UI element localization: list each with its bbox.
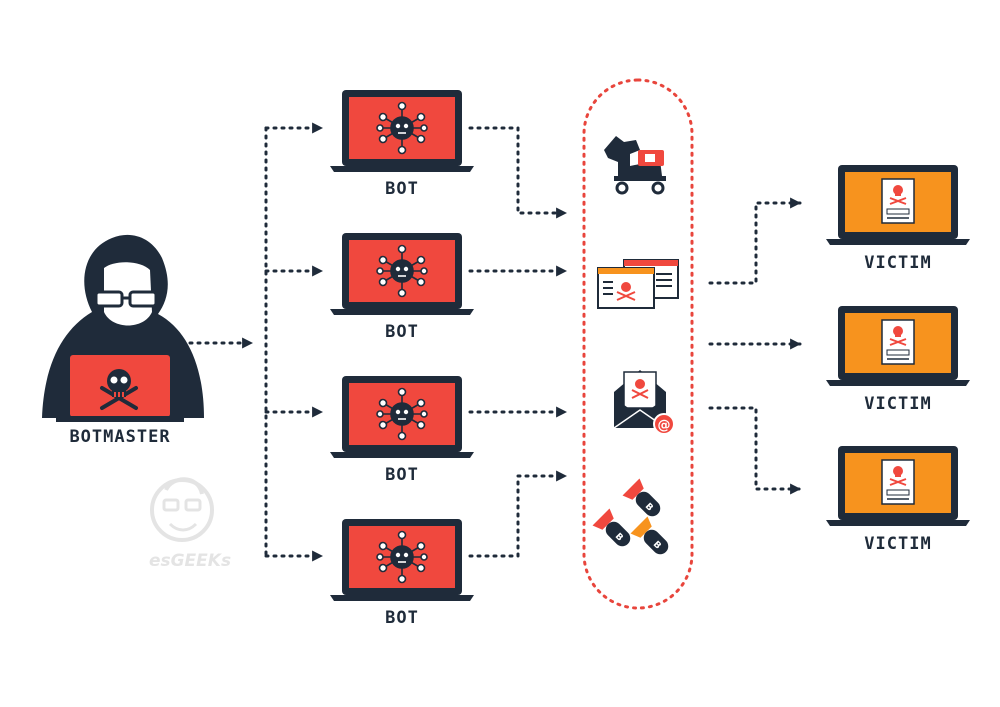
connectors bbox=[188, 122, 802, 562]
phishing-web-pages-icon bbox=[597, 259, 679, 309]
bot-laptop-3 bbox=[329, 375, 475, 459]
bot-laptop-1 bbox=[329, 89, 475, 173]
victim-laptop-1 bbox=[825, 164, 971, 246]
victim-label-3: VICTIM bbox=[864, 534, 932, 554]
bot-label-3: BOT bbox=[385, 465, 419, 485]
bot-laptop-4 bbox=[329, 518, 475, 602]
trojan-horse-icon bbox=[604, 136, 666, 195]
esgeeks-watermark-logo: esGEEKs bbox=[149, 477, 231, 571]
victim-laptop-3 bbox=[825, 445, 971, 527]
victim-laptop-2 bbox=[825, 305, 971, 387]
bot-label-2: BOT bbox=[385, 322, 419, 342]
bombs-icon: B B B bbox=[592, 478, 669, 555]
bot-label-1: BOT bbox=[385, 179, 419, 199]
spam-email-icon: @ bbox=[613, 370, 675, 435]
botmaster-hacker-icon bbox=[42, 234, 204, 422]
bot-label-4: BOT bbox=[385, 608, 419, 628]
attack-vectors-oval bbox=[582, 78, 694, 610]
victim-label-1: VICTIM bbox=[864, 253, 932, 273]
bot-laptop-2 bbox=[329, 232, 475, 316]
svg-text:@: @ bbox=[658, 418, 671, 433]
watermark-text: esGEEKs bbox=[149, 551, 231, 571]
victim-label-2: VICTIM bbox=[864, 394, 932, 414]
skull-crossbones-icon bbox=[100, 369, 138, 410]
botmaster-label: BOTMASTER bbox=[69, 427, 171, 447]
